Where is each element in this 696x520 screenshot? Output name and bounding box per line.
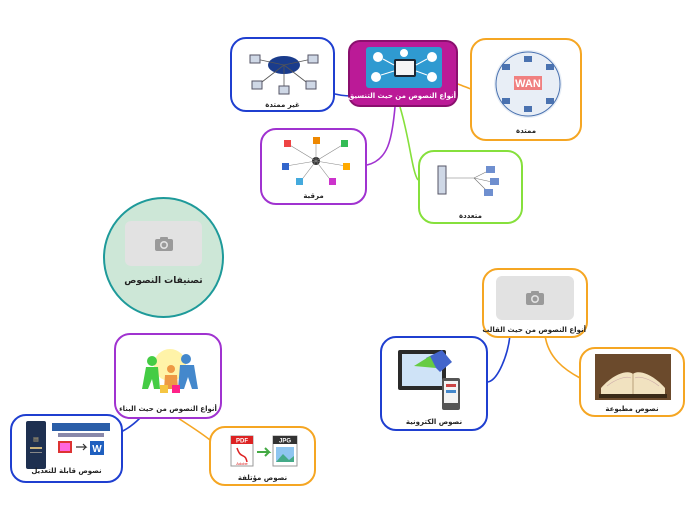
pdf-jpg-image: PDF Adobe JPG: [229, 434, 299, 470]
camera-icon: [154, 236, 173, 251]
branch-construction-label: أنواع النصوص من حيث البناء: [119, 405, 217, 413]
branch-format[interactable]: أنواع النصوص من حيث القالب: [482, 268, 588, 338]
coordination-image: [366, 47, 442, 88]
puzzle-people-image: [138, 345, 202, 399]
node-printed-label: نصوص مطبوعة: [605, 405, 659, 413]
camera-icon: [526, 291, 544, 305]
multiple-image: [434, 160, 510, 204]
branch-construction[interactable]: أنواع النصوص من حيث البناء: [114, 333, 222, 419]
convert-image: W: [50, 421, 112, 469]
node-electronic[interactable]: نصوص الكترونية: [380, 336, 488, 431]
root-node[interactable]: تصنيفات النصوص: [103, 197, 224, 318]
pdf-label: PDF: [236, 439, 248, 445]
adobe-label: Adobe: [236, 461, 248, 466]
svg-text:W: W: [92, 444, 102, 455]
image-placeholder: [496, 276, 574, 320]
link-format-electronic: [487, 334, 511, 383]
link-construction-fixed: [177, 417, 211, 441]
node-multiple[interactable]: متعددة: [418, 150, 523, 224]
node-extended-label: ممتدة: [515, 127, 537, 135]
wan-image: WAN: [494, 50, 562, 118]
node-multiple-label: متعددة: [459, 212, 482, 220]
image-placeholder: [125, 221, 202, 266]
node-extended[interactable]: WAN ممتدة: [470, 38, 582, 141]
branch-format-label: أنواع النصوص من حيث القالب: [482, 326, 586, 334]
svg-text:▤: ▤: [33, 437, 39, 443]
link-format-printed: [544, 334, 581, 379]
wan-label: WAN: [515, 78, 541, 90]
tablet-image: [396, 344, 476, 412]
node-non-extended-label: غير ممتدة: [265, 101, 300, 109]
node-fixed-label: نصوص مؤتلفة: [237, 474, 288, 482]
book-image: [595, 354, 671, 400]
root-title: تصنيفات النصوص: [124, 276, 203, 286]
editable-image: ▤: [26, 421, 46, 469]
node-linked[interactable]: مرقبة: [260, 128, 367, 205]
link-coordination-linked: [366, 106, 396, 166]
jpg-label: JPG: [279, 439, 291, 445]
branch-coordination[interactable]: أنواع النصوص من حيث التنسيق: [348, 40, 458, 107]
links-image: [280, 136, 352, 186]
node-electronic-label: نصوص الكترونية: [405, 418, 463, 426]
node-fixed[interactable]: PDF Adobe JPG نصوص مؤتلفة: [209, 426, 316, 486]
link-coordination-multiple: [399, 106, 419, 181]
node-non-extended[interactable]: غير ممتدة: [230, 37, 335, 112]
network-image: [244, 47, 324, 95]
node-editable-label: نصوص قابلة للتعديل: [31, 467, 102, 475]
node-printed[interactable]: نصوص مطبوعة: [579, 347, 685, 417]
node-linked-label: مرقبة: [303, 192, 324, 200]
node-editable[interactable]: ▤ W نصوص قابلة للتعديل: [10, 414, 123, 483]
branch-coordination-label: أنواع النصوص من حيث التنسيق: [348, 92, 456, 100]
